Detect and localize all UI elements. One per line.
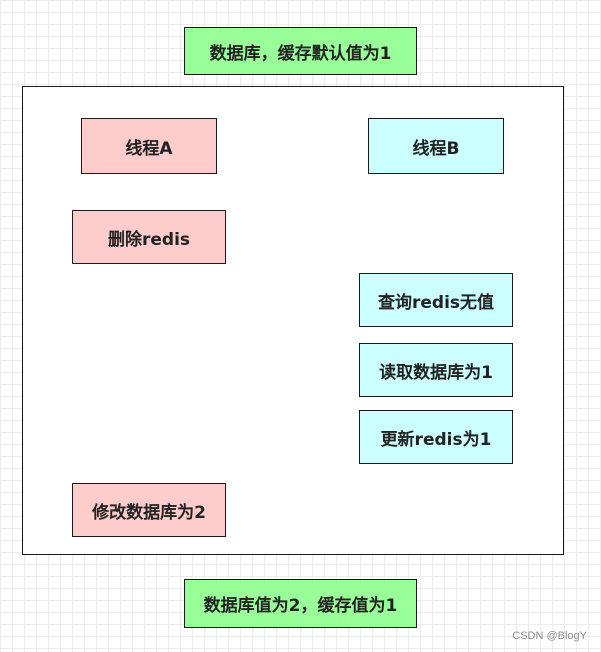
thread-a-step-delete-redis: 删除redis (72, 210, 226, 264)
thread-b-step-read-db: 读取数据库为1 (359, 343, 513, 397)
thread-b-step-update-redis: 更新redis为1 (359, 410, 513, 464)
thread-a-step-update-db: 修改数据库为2 (72, 483, 226, 537)
thread-a-title: 线程A (81, 118, 217, 174)
thread-b-title: 线程B (368, 118, 504, 174)
top-note: 数据库，缓存默认值为1 (184, 27, 417, 75)
thread-b-step-query-redis: 查询redis无值 (359, 273, 513, 327)
watermark: CSDN @BlogY (512, 630, 587, 642)
bottom-note: 数据库值为2，缓存值为1 (184, 579, 417, 628)
